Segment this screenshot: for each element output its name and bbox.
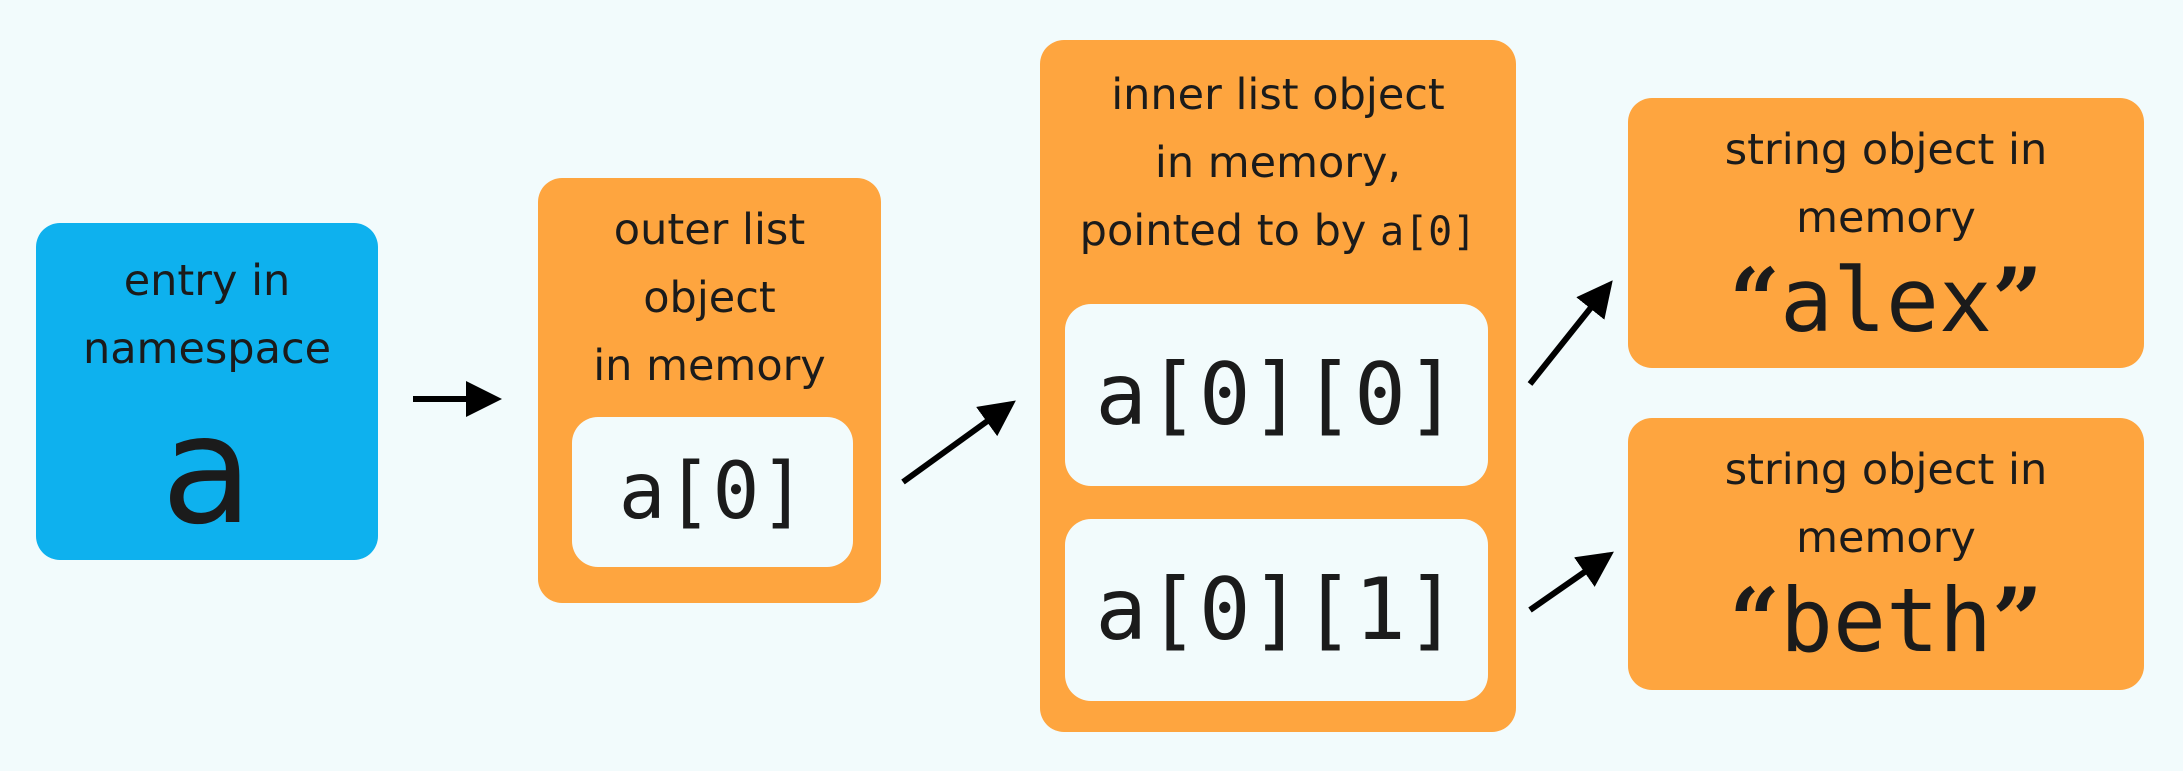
outer-list-element-label: a[0] <box>618 447 807 537</box>
namespace-caption-line1: entry in <box>123 256 291 306</box>
string-alex-text: alex <box>1780 249 1992 352</box>
inner-list-element-label-0: a[0][0] <box>1095 345 1458 445</box>
string-alex-caption-line2: memory <box>1796 193 1976 243</box>
string-alex-open-quote: “ <box>1729 248 1781 352</box>
inner-list-element-label-1: a[0][1] <box>1095 560 1458 660</box>
arrow-inner-element-1-to-beth <box>1528 551 1614 613</box>
inner-list-box: inner list object in memory, pointed to … <box>1040 40 1516 732</box>
string-alex-close-quote: ” <box>1991 248 2043 352</box>
namespace-caption-line2: namespace <box>82 324 332 374</box>
string-beth-text: beth <box>1780 569 1992 672</box>
string-beth-caption-line1: string object in <box>1724 445 2048 495</box>
inner-list-element-cell-1: a[0][1] <box>1065 519 1488 701</box>
outer-list-box: outer list object in memory a[0] <box>538 178 881 603</box>
string-alex-caption-line1: string object in <box>1724 125 2048 175</box>
string-object-box-alex: string object in memory “alex” <box>1628 98 2144 368</box>
outer-list-caption-line2: object <box>643 273 776 323</box>
outer-list-element-cell: a[0] <box>572 417 853 567</box>
outer-list-caption-line1: outer list <box>613 205 806 255</box>
outer-list-caption-line3: in memory <box>593 341 826 391</box>
inner-list-caption-line1: inner list object <box>1111 70 1445 120</box>
string-beth-close-quote: ” <box>1991 568 2043 672</box>
string-beth-value: “beth” <box>1628 572 2144 669</box>
inner-list-caption-prefix: pointed to by <box>1079 206 1380 256</box>
string-beth-open-quote: “ <box>1729 568 1781 672</box>
namespace-variable-name: a <box>161 384 253 558</box>
string-object-box-beth: string object in memory “beth” <box>1628 418 2144 690</box>
inner-list-caption-line3: pointed to by a[0] <box>1040 197 1516 266</box>
inner-list-caption-line2: in memory, <box>1154 138 1402 188</box>
string-beth-caption-line2: memory <box>1796 513 1976 563</box>
arrow-inner-element-0-to-alex <box>1527 280 1613 386</box>
string-alex-value: “alex” <box>1628 252 2144 349</box>
arrow-outer-element-to-inner-list <box>901 400 1016 485</box>
inner-list-caption-code: a[0] <box>1380 209 1477 255</box>
namespace-entry-box: entry in namespace a <box>36 223 378 560</box>
inner-list-element-cell-0: a[0][0] <box>1065 304 1488 486</box>
